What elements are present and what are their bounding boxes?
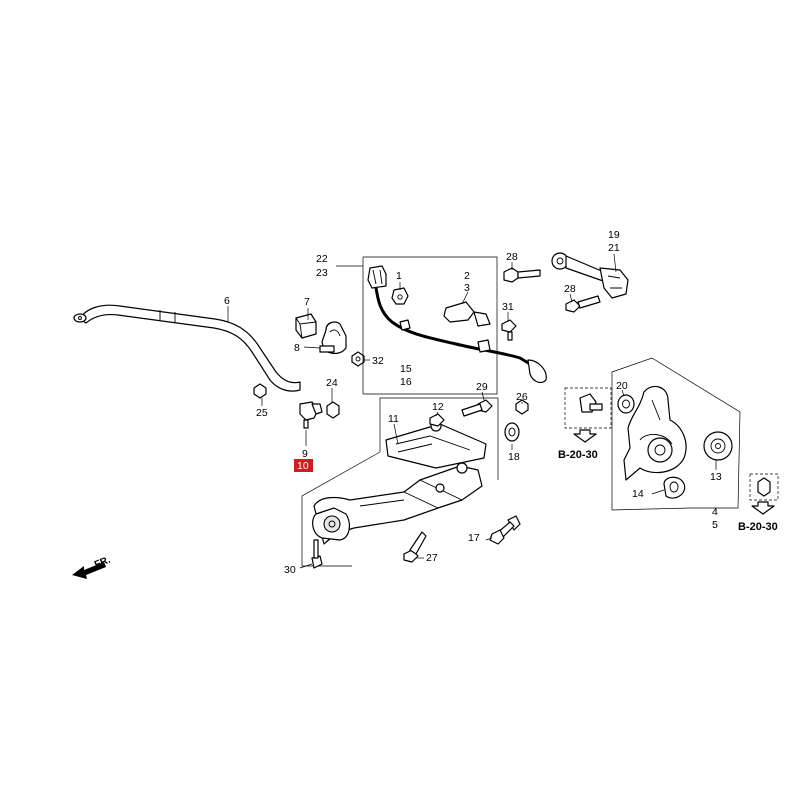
stabilizer-link[interactable] xyxy=(299,401,323,429)
adjusting-bolt-28-upper[interactable] xyxy=(503,267,541,283)
upper-arm[interactable] xyxy=(551,252,629,299)
compliance-bushing-13[interactable] xyxy=(703,431,733,461)
sensor-clip-1[interactable] xyxy=(391,287,409,305)
callout-14[interactable]: 14 xyxy=(632,488,644,500)
trailing-arm-box xyxy=(301,397,499,567)
callout-13[interactable]: 13 xyxy=(710,471,722,483)
flange-bolt-29[interactable] xyxy=(461,399,493,417)
callout-6[interactable]: 6 xyxy=(224,295,230,307)
callout-22[interactable]: 22 xyxy=(316,253,328,265)
lower-arm-11[interactable] xyxy=(385,420,487,469)
bushing-14[interactable] xyxy=(663,476,686,499)
callout-29[interactable]: 29 xyxy=(476,381,488,393)
callout-labels: 6 7 8 32 24 25 9 10 22 23 1 2 3 31 28 28… xyxy=(93,229,778,576)
callout-8[interactable]: 8 xyxy=(294,342,300,354)
callout-19[interactable]: 19 xyxy=(608,229,620,241)
stabilizer-bar[interactable] xyxy=(73,304,301,392)
flange-bolt-30[interactable] xyxy=(311,539,323,569)
callout-3[interactable]: 3 xyxy=(464,282,470,294)
callout-5[interactable]: 5 xyxy=(712,519,718,531)
bushing-20[interactable] xyxy=(617,394,635,414)
hub-nut-ref[interactable] xyxy=(749,473,779,501)
stabilizer-bushing[interactable] xyxy=(295,313,317,339)
ref-arrow-right xyxy=(751,501,775,515)
callout-2[interactable]: 2 xyxy=(464,270,470,282)
harness-box xyxy=(362,256,498,395)
callout-12[interactable]: 12 xyxy=(432,401,444,413)
self-locking-nut-24[interactable] xyxy=(326,401,340,419)
callout-28-lower[interactable]: 28 xyxy=(564,283,576,295)
hub-bolt-ref[interactable] xyxy=(564,387,612,429)
callout-9[interactable]: 9 xyxy=(302,448,308,460)
callout-30[interactable]: 30 xyxy=(284,564,296,576)
callout-16[interactable]: 16 xyxy=(400,376,412,388)
rear-knuckle[interactable] xyxy=(623,385,687,481)
callout-10-highlight xyxy=(294,459,313,472)
callout-24[interactable]: 24 xyxy=(326,377,338,389)
knuckle-box xyxy=(611,357,741,511)
bushing-18[interactable] xyxy=(504,422,520,442)
callout-1[interactable]: 1 xyxy=(396,270,402,282)
flange-bolt-27[interactable] xyxy=(403,531,427,563)
callout-28-upper[interactable]: 28 xyxy=(506,251,518,263)
self-locking-nut-26[interactable] xyxy=(515,399,529,415)
callout-10[interactable]: 10 xyxy=(297,460,309,472)
abs-wheel-sensor[interactable] xyxy=(367,265,547,384)
callout-31[interactable]: 31 xyxy=(502,301,514,313)
adjusting-bolt-28-lower[interactable] xyxy=(565,295,601,313)
callout-17[interactable]: 17 xyxy=(468,532,480,544)
callout-20[interactable]: 20 xyxy=(616,380,628,392)
leader-lines xyxy=(227,253,717,569)
flange-bolt-17[interactable] xyxy=(489,515,521,545)
callout-21[interactable]: 21 xyxy=(608,242,620,254)
callout-32[interactable]: 32 xyxy=(372,355,384,367)
sensor-bracket-2[interactable] xyxy=(443,301,491,327)
stabilizer-holder[interactable] xyxy=(319,321,347,355)
ref-arrow-left xyxy=(573,429,597,443)
callout-4[interactable]: 4 xyxy=(712,506,718,518)
front-direction-arrow-icon xyxy=(72,562,106,579)
flange-nut-32[interactable] xyxy=(351,351,365,367)
callout-26[interactable]: 26 xyxy=(516,391,528,403)
reference-label-right[interactable]: B-20-30 xyxy=(738,521,778,533)
front-direction-label: FR. xyxy=(93,554,112,570)
callout-15[interactable]: 15 xyxy=(400,363,412,375)
self-locking-nut-25[interactable] xyxy=(253,383,267,399)
callout-18[interactable]: 18 xyxy=(508,451,520,463)
reference-label-left[interactable]: B-20-30 xyxy=(558,449,598,461)
callout-27[interactable]: 27 xyxy=(426,552,438,564)
callout-7[interactable]: 7 xyxy=(304,296,310,308)
trailing-arm[interactable] xyxy=(312,462,483,545)
callout-23[interactable]: 23 xyxy=(316,267,328,279)
callout-25[interactable]: 25 xyxy=(256,407,268,419)
callout-11[interactable]: 11 xyxy=(388,413,399,425)
flange-bolt-31[interactable] xyxy=(501,319,517,341)
